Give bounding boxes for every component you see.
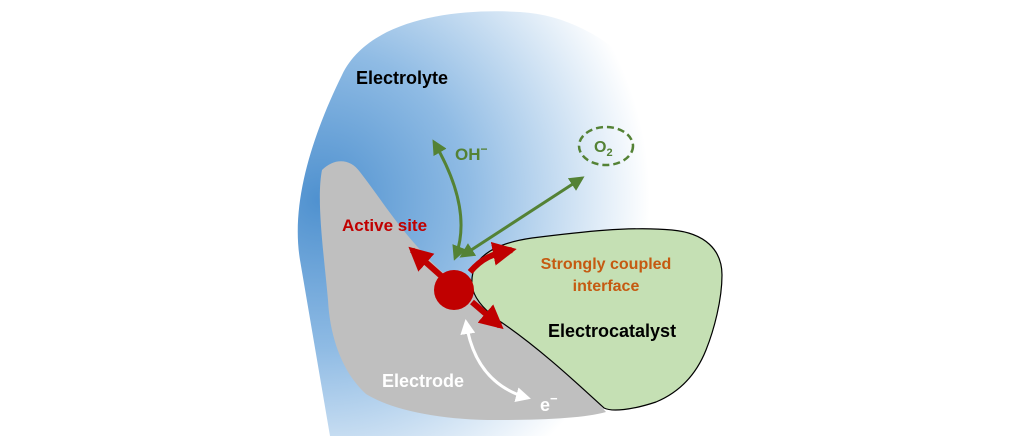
interface-label-line2: interface [573,278,640,295]
oxygen-text: O [594,139,606,156]
interface-label-line1: Strongly coupled [541,256,672,273]
oxygen-arrow [459,176,585,258]
active-site-label: Active site [342,216,427,235]
hydroxide-charge: − [481,142,488,156]
electrolyte-label: Electrolyte [356,68,448,88]
electrocatalyst-label: Electrocatalyst [548,321,676,341]
hydroxide-arrow [432,139,467,261]
electron-charge: − [550,391,558,406]
oxygen-bubble [577,125,635,167]
electrode-label: Electrode [382,371,464,391]
hydroxide-label: OH− [455,142,488,164]
active-site-dot [434,270,474,310]
active-site-arrow-upper-right [467,242,517,274]
electron-text: e [540,395,550,415]
hydroxide-text: OH [455,145,481,164]
oxygen-label: O2 [594,139,613,159]
electron-arrow [460,319,531,403]
oxygen-subscript: 2 [606,147,612,159]
electron-label: e− [540,391,558,415]
